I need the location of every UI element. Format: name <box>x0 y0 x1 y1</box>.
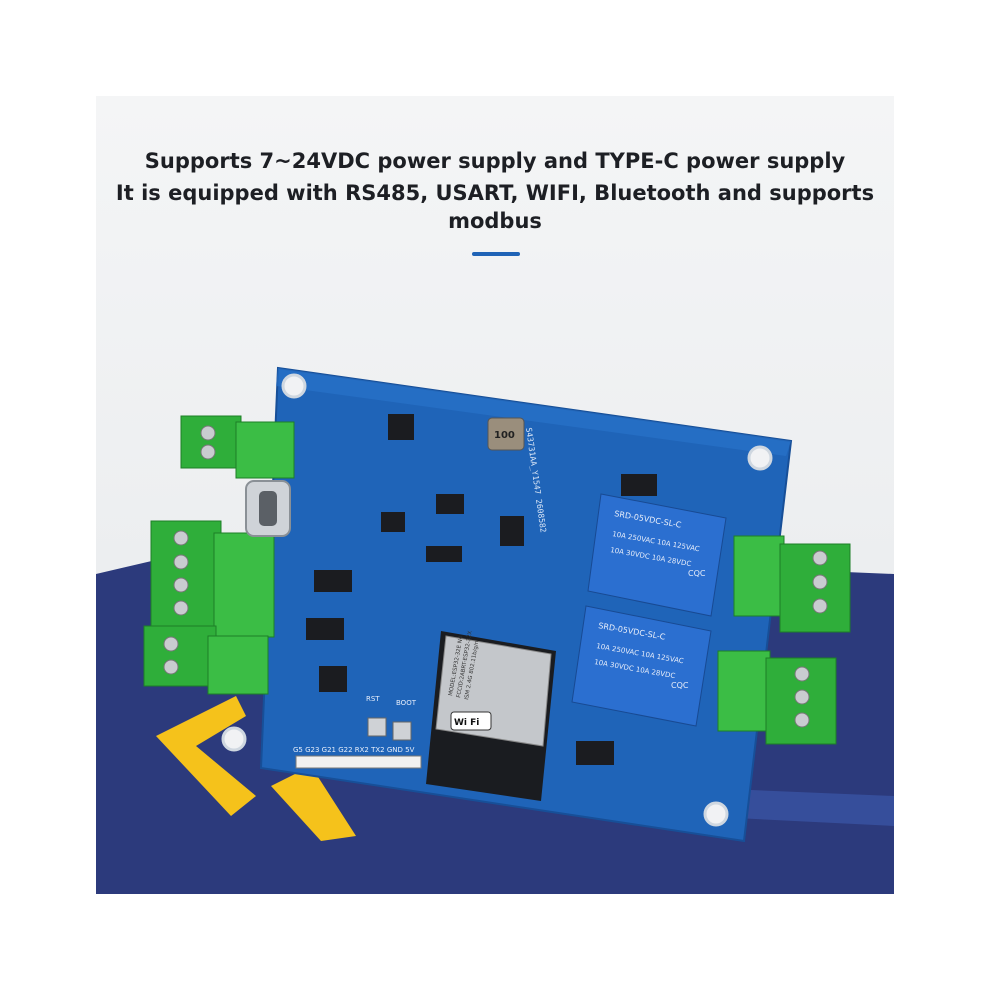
mount-hole-bl <box>221 726 247 752</box>
ic-chip-10 <box>576 741 614 765</box>
svg-text:Wi Fi: Wi Fi <box>454 718 479 728</box>
headline-line-1: Supports 7~24VDC power supply and TYPE-C… <box>144 149 846 173</box>
ic-chip-7 <box>381 512 405 532</box>
product-photo: S43731AA_Y1547 2608582 <box>96 366 894 894</box>
mount-hole-tl <box>281 373 307 399</box>
pcb-shade <box>276 368 791 456</box>
arrow-chevron-1 <box>156 696 256 816</box>
terminal-block-mid-left <box>150 520 275 638</box>
mount-hole-tr <box>747 445 773 471</box>
rst-button <box>367 717 387 737</box>
svg-text:CQC: CQC <box>688 569 706 578</box>
terminal-block-right-bottom <box>717 650 837 745</box>
ic-chip-1 <box>388 414 414 440</box>
product-image-frame: Supports 7~24VDC power supply and TYPE-C… <box>96 96 894 894</box>
svg-text:CQC: CQC <box>671 681 689 690</box>
relay-top: SRD-05VDC-SL-C 10A 250VAC 10A 125VAC 10A… <box>587 493 727 617</box>
accent-bar <box>472 252 520 256</box>
terminal-block-top-left <box>180 415 295 479</box>
headline-line-3: modbus <box>448 209 542 233</box>
svg-text:100: 100 <box>494 430 515 441</box>
terminal-block-bottom-left <box>143 625 269 695</box>
ic-chip-4 <box>314 570 352 592</box>
ic-chip-9 <box>621 474 657 496</box>
ic-chip-5 <box>306 618 344 640</box>
svg-text:BOOT: BOOT <box>396 699 417 707</box>
relay-bottom: SRD-05VDC-SL-C 10A 250VAC 10A 125VAC 10A… <box>571 605 712 727</box>
ic-chip-6 <box>319 666 347 692</box>
ic-chip-3 <box>500 516 524 546</box>
mount-hole-br <box>703 801 729 827</box>
headline-line-2: It is equipped with RS485, USART, WIFI, … <box>115 181 875 205</box>
arrow-chevron-2 <box>271 766 356 841</box>
terminal-block-right-top <box>733 535 851 633</box>
esp32-module: Wi Fi MODEL:ESP32-32E N4 FCCID:2ABRT-ESP… <box>426 630 556 801</box>
inductor <box>487 417 525 451</box>
svg-text:G5 G23 G21 G22 RX2 TX2 GND 5V: G5 G23 G21 G22 RX2 TX2 GND 5V <box>293 746 415 754</box>
ic-chip-2 <box>436 494 464 514</box>
pin-header <box>295 755 422 769</box>
boot-button <box>392 721 412 741</box>
svg-text:RST: RST <box>366 695 380 703</box>
ic-chip-8 <box>426 546 462 562</box>
